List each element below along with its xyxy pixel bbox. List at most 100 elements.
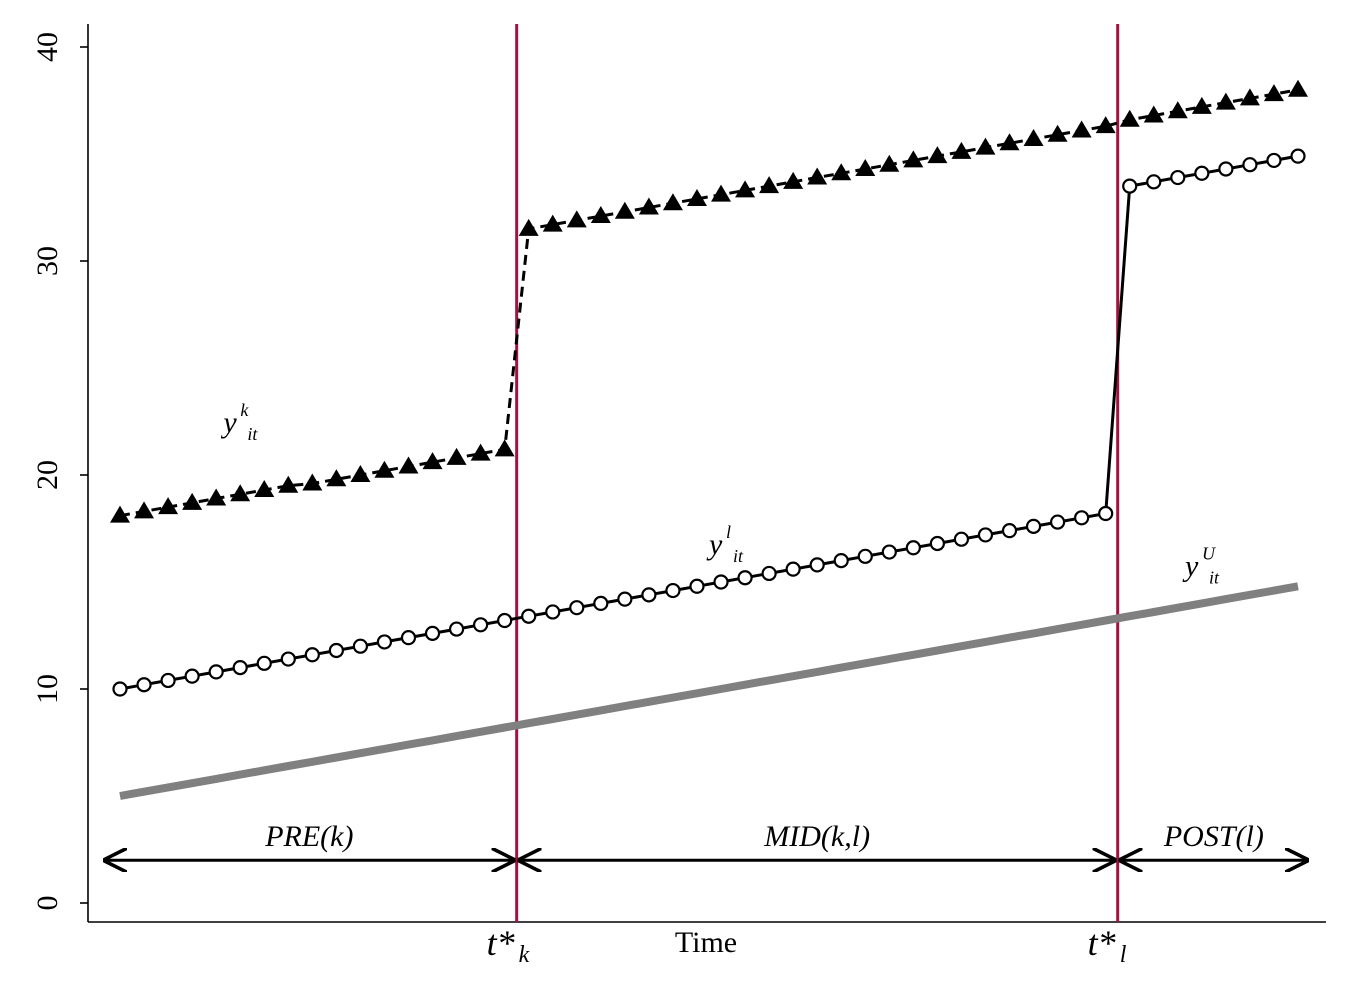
series-point-yk bbox=[470, 443, 491, 461]
series-point-yl bbox=[1218, 161, 1234, 177]
y-tick-label: 40 bbox=[31, 32, 64, 62]
series-point-yl bbox=[112, 681, 128, 697]
series-point-yl bbox=[184, 668, 200, 684]
series-label-yl: y bbox=[706, 528, 723, 561]
series-label-sub-yk: it bbox=[247, 424, 258, 444]
series-point-yk bbox=[927, 146, 948, 164]
series-point-yl bbox=[833, 552, 849, 569]
series-point-yk bbox=[134, 501, 155, 519]
series-point-yl bbox=[448, 621, 465, 637]
series-point-yk bbox=[590, 206, 611, 224]
series-point-yl bbox=[400, 630, 417, 646]
series-point-yl bbox=[521, 608, 537, 624]
series-point-yl bbox=[304, 647, 320, 663]
event-label-sub-k: k bbox=[519, 942, 530, 968]
series-point-yk bbox=[182, 492, 203, 510]
series-point-yk bbox=[254, 479, 275, 497]
series-point-yl bbox=[569, 600, 585, 616]
series-point-yl bbox=[473, 617, 489, 633]
series-point-yl bbox=[617, 591, 633, 607]
series-point-yk bbox=[638, 197, 659, 215]
event-label-sub-l: l bbox=[1120, 942, 1127, 968]
series-point-yl bbox=[1122, 178, 1138, 194]
series-point-yl bbox=[545, 604, 561, 620]
series-point-yl bbox=[809, 557, 825, 573]
series-point-yk bbox=[999, 133, 1020, 151]
series-point-yk bbox=[518, 218, 539, 236]
series-point-yk bbox=[662, 193, 683, 211]
series-point-yl bbox=[953, 531, 970, 547]
series-point-yl bbox=[1001, 523, 1018, 539]
series-point-yk bbox=[831, 163, 852, 181]
series-point-yk bbox=[1167, 101, 1188, 119]
series-point-yl bbox=[905, 540, 921, 556]
series-point-yk bbox=[1288, 79, 1308, 97]
y-tick-label: 20 bbox=[31, 460, 64, 490]
series-point-yl bbox=[1290, 148, 1306, 164]
event-label-k: t* bbox=[487, 923, 515, 963]
y-tick-label: 30 bbox=[31, 246, 64, 276]
series-point-yk bbox=[494, 439, 515, 457]
series-point-yk bbox=[302, 473, 323, 491]
series-point-yk bbox=[566, 210, 587, 228]
series-point-yk bbox=[735, 180, 756, 198]
series-point-yl bbox=[857, 548, 873, 564]
series-point-yl bbox=[280, 651, 296, 667]
series-label-yU: y bbox=[1182, 550, 1199, 583]
series-point-yk bbox=[278, 475, 299, 493]
series-point-yl bbox=[232, 659, 248, 676]
series-point-yl bbox=[208, 664, 224, 680]
series-point-yl bbox=[1098, 505, 1114, 522]
series-label-sup-yk: k bbox=[240, 400, 249, 420]
series-point-yl bbox=[785, 561, 801, 577]
series-point-yl bbox=[977, 527, 994, 543]
series-point-yk bbox=[374, 460, 395, 478]
series-point-yl bbox=[641, 587, 657, 603]
series-point-yk bbox=[1095, 116, 1116, 134]
series-point-yl bbox=[1266, 152, 1282, 169]
series-point-yk bbox=[1047, 124, 1068, 142]
series-point-yk bbox=[951, 141, 972, 159]
series-point-yk bbox=[206, 488, 227, 506]
series-point-yk bbox=[1023, 129, 1044, 147]
series-point-yk bbox=[398, 456, 419, 474]
period-label-0: PRE(k) bbox=[264, 820, 353, 853]
series-point-yl bbox=[713, 574, 729, 590]
series-point-yk bbox=[158, 497, 179, 515]
series-point-yk bbox=[783, 171, 804, 189]
series-label-sub-yU: it bbox=[1209, 568, 1220, 588]
series-point-yk bbox=[446, 447, 467, 465]
series-point-yk bbox=[1215, 92, 1236, 110]
series-point-yl bbox=[665, 582, 681, 599]
series-point-yk bbox=[975, 137, 996, 155]
series-point-yl bbox=[1049, 514, 1066, 530]
series-point-yk bbox=[326, 469, 347, 487]
series-label-sup-yU: U bbox=[1202, 544, 1216, 564]
series-point-yl bbox=[761, 565, 777, 582]
y-tick-label: 0 bbox=[31, 896, 64, 911]
x-axis-label: Time bbox=[675, 926, 737, 959]
series-point-yl bbox=[1074, 510, 1090, 526]
series-point-yl bbox=[376, 634, 393, 650]
series-point-yl bbox=[881, 544, 897, 560]
series-label-yk: y bbox=[220, 406, 237, 439]
series-point-yl bbox=[689, 578, 705, 594]
series-point-yk bbox=[879, 154, 900, 172]
series-point-yl bbox=[424, 625, 441, 641]
series-point-yk bbox=[542, 214, 563, 232]
series-point-yl bbox=[737, 570, 753, 586]
series-point-yk bbox=[759, 176, 780, 194]
series-point-yl bbox=[160, 672, 176, 689]
series-point-yl bbox=[256, 655, 272, 671]
series-point-yl bbox=[328, 642, 344, 659]
series-point-yk bbox=[903, 150, 924, 168]
event-label-l: t* bbox=[1088, 923, 1116, 963]
series-line-yU bbox=[119, 582, 1299, 800]
series-label-sub-yl: it bbox=[733, 546, 744, 566]
series-point-yl bbox=[593, 595, 609, 612]
series-point-yl bbox=[497, 612, 513, 629]
series-point-yl bbox=[1242, 157, 1258, 173]
